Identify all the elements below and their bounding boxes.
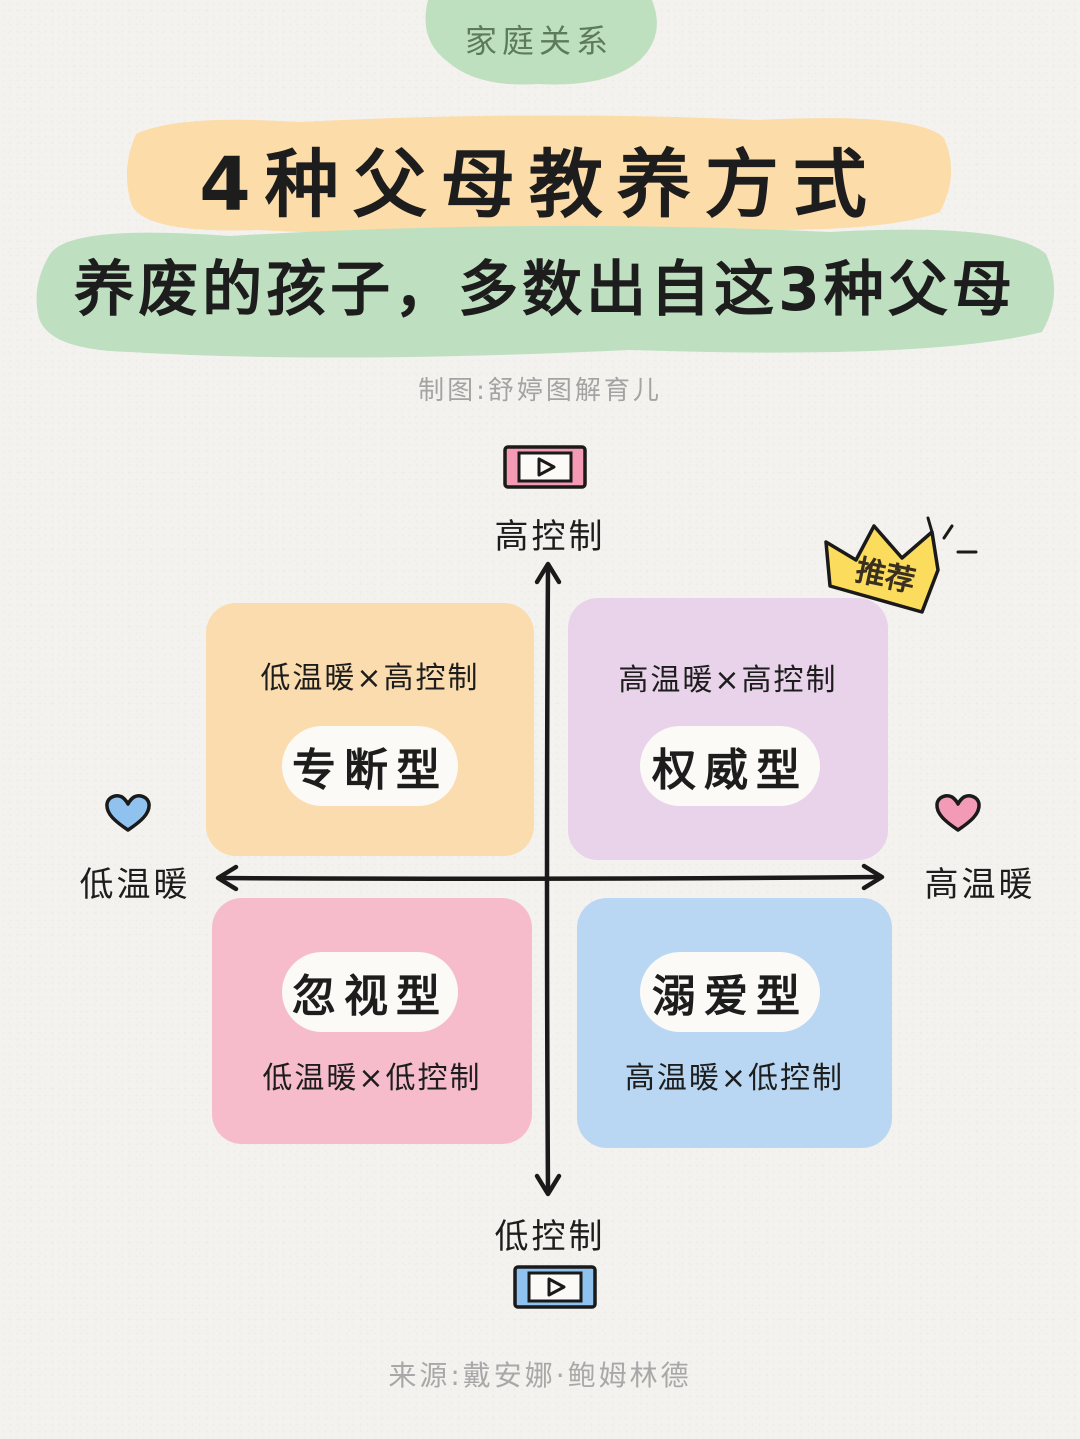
quadrant-desc-bottom-right: 高温暖×低控制 — [624, 1061, 845, 1096]
type-label-top-right: 权威型 — [640, 726, 820, 806]
type-label-bottom-left: 忽视型 — [282, 952, 458, 1032]
main-title: 4种父母教养方式 — [199, 141, 881, 228]
horizontal-axis — [215, 863, 885, 892]
sparkle-icon — [926, 516, 978, 554]
tv-play-icon-pink — [503, 445, 587, 489]
axis-label-low-warmth: 低温暖 — [79, 864, 191, 905]
quadrant-desc-top-left: 低温暖×高控制 — [260, 661, 480, 696]
heart-icon-blue — [105, 794, 151, 832]
crown-icon — [824, 516, 978, 614]
heart-icon-pink — [935, 794, 981, 832]
axis-label-high-control: 高控制 — [494, 516, 606, 557]
subtitle-highlight — [36, 225, 1055, 358]
axis-label-high-warmth: 高温暖 — [924, 864, 1036, 905]
quadrant-desc-bottom-left: 低温暖×低控制 — [262, 1061, 482, 1096]
category-tag: 家庭关系 — [464, 22, 613, 60]
vertical-axis — [534, 561, 562, 1197]
quadrant-desc-top-right: 高温暖×高控制 — [618, 663, 838, 698]
type-label-top-left: 专断型 — [282, 726, 458, 806]
source-footer: 来源:戴安娜·鲍姆林德 — [388, 1359, 692, 1392]
tv-play-icon-blue — [513, 1265, 597, 1309]
type-label-bottom-right: 溺爱型 — [640, 952, 820, 1032]
title-highlight — [126, 115, 952, 235]
credit-line: 制图:舒婷图解育儿 — [418, 375, 662, 406]
tag-bubble — [425, 0, 657, 85]
axis-label-low-control: 低控制 — [494, 1216, 606, 1257]
subtitle: 养废的孩子，多数出自这3种父母 — [74, 254, 1016, 325]
